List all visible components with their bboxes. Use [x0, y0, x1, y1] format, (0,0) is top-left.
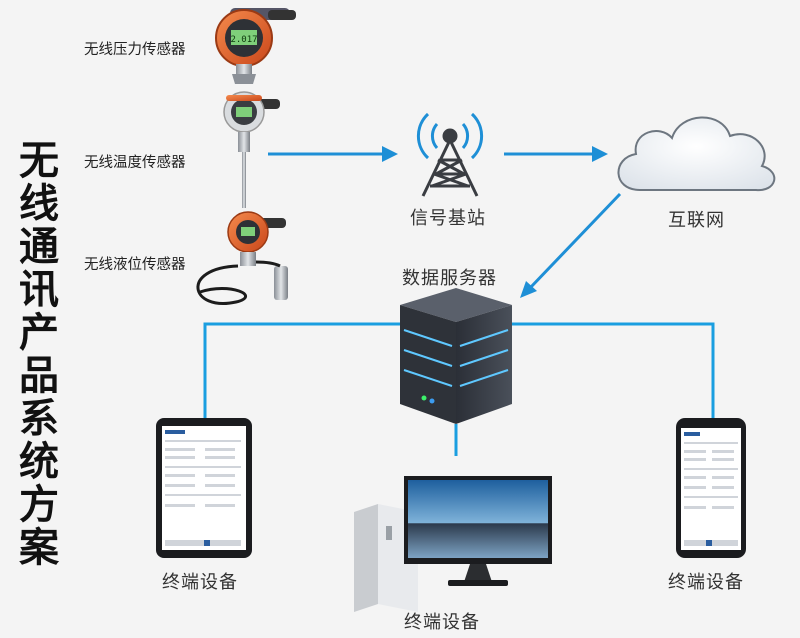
- title-char: 方: [19, 482, 59, 528]
- desktop-computer-icon: [354, 476, 552, 612]
- temperature-sensor-icon: [223, 91, 280, 208]
- terminal-label-phone: 终端设备: [668, 572, 744, 593]
- level-sensor-icon: [196, 211, 288, 305]
- internet-to-server-arrow: [528, 192, 622, 290]
- arrowhead: [382, 146, 398, 162]
- title-char: 通: [19, 224, 59, 270]
- title-char: 案: [19, 525, 59, 571]
- title-char: 系: [19, 396, 59, 442]
- cloud-icon: [617, 116, 776, 192]
- terminal-label-desktop: 终端设备: [404, 612, 480, 633]
- server-icon: [400, 288, 512, 424]
- base-station-label: 信号基站: [410, 208, 486, 229]
- tablet-icon: [156, 418, 252, 558]
- sensor-label-temperature: 无线温度传感器: [84, 155, 186, 171]
- title-char: 线: [19, 181, 59, 227]
- arrowhead: [592, 146, 608, 162]
- arrows: [268, 146, 622, 298]
- pressure-sensor-icon: 2.017: [215, 8, 296, 84]
- title-char: 讯: [19, 267, 59, 313]
- title-char: 无: [19, 138, 59, 184]
- signal-tower-icon: [416, 112, 484, 197]
- terminal-label-tablet: 终端设备: [162, 572, 238, 593]
- title-char: 统: [19, 439, 59, 485]
- sensor-label-level: 无线液位传感器: [84, 257, 186, 273]
- sensor-label-pressure: 无线压力传感器: [84, 42, 186, 58]
- internet-label: 互联网: [668, 210, 725, 231]
- title-char: 品: [19, 353, 59, 399]
- title-char: 产: [19, 310, 59, 356]
- arrowhead: [520, 281, 537, 298]
- phone-icon: [676, 418, 746, 558]
- pressure-display-value: 2.017: [230, 35, 257, 45]
- vertical-title: 无 线 通 讯 产 品 系 统 方 案: [14, 140, 64, 570]
- server-label: 数据服务器: [402, 268, 497, 289]
